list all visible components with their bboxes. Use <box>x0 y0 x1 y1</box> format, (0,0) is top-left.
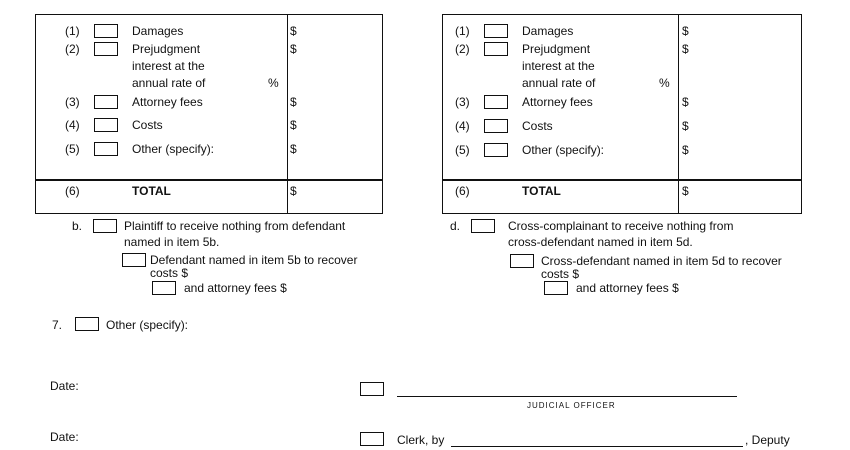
left-costs-checkbox[interactable] <box>94 118 118 132</box>
section-b-line2: named in item 5b. <box>124 235 220 249</box>
section-d-costs: costs $ <box>541 267 580 281</box>
left-row5-amount[interactable]: $ <box>290 142 297 156</box>
right-row1-num: (1) <box>455 24 470 38</box>
left-interest-line2: annual rate of <box>132 76 206 90</box>
section-d-attorney-fees: and attorney fees $ <box>576 281 679 295</box>
item7-label: Other (specify): <box>106 318 189 332</box>
section-d-line1: Cross-complainant to receive nothing fro… <box>508 219 734 233</box>
right-total-num: (6) <box>455 184 470 198</box>
right-row4-num: (4) <box>455 119 470 133</box>
date-label-1: Date: <box>50 379 79 393</box>
left-percent[interactable]: % <box>268 76 279 90</box>
right-interest-line1: interest at the <box>522 59 595 73</box>
left-total-num: (6) <box>65 184 80 198</box>
left-other-checkbox[interactable] <box>94 142 118 156</box>
left-row3-num: (3) <box>65 95 80 109</box>
item7-other-checkbox[interactable] <box>75 317 99 331</box>
date-label-2: Date: <box>50 430 79 444</box>
left-row1-num: (1) <box>65 24 80 38</box>
section-b-line1: Plaintiff to receive nothing from defend… <box>124 219 346 233</box>
right-amount-table <box>442 14 802 214</box>
right-row4-amount[interactable]: $ <box>682 119 689 133</box>
left-row5-num: (5) <box>65 142 80 156</box>
right-table-divider <box>678 14 679 214</box>
right-row4-label: Costs <box>522 119 553 133</box>
right-interest-line2: annual rate of <box>522 76 596 90</box>
right-row1-amount[interactable]: $ <box>682 24 689 38</box>
section-d-attorney-fees-checkbox[interactable] <box>544 281 568 295</box>
right-total-amount[interactable]: $ <box>682 184 689 198</box>
right-row3-label: Attorney fees <box>522 95 593 109</box>
section-d-sub1: Cross-defendant named in item 5d to reco… <box>541 254 782 268</box>
section-d-cross-complainant-nothing-checkbox[interactable] <box>471 219 495 233</box>
left-total-separator <box>35 179 383 181</box>
section-b-sub1: Defendant named in item 5b to recover <box>150 253 358 267</box>
right-other-checkbox[interactable] <box>484 143 508 157</box>
right-damages-checkbox[interactable] <box>484 24 508 38</box>
right-total-separator <box>442 179 802 181</box>
right-total-label: TOTAL <box>522 184 561 198</box>
section-d-cross-defendant-recover-checkbox[interactable] <box>510 254 534 268</box>
left-damages-checkbox[interactable] <box>94 24 118 38</box>
left-row4-num: (4) <box>65 118 80 132</box>
right-row3-amount[interactable]: $ <box>682 95 689 109</box>
left-row1-amount[interactable]: $ <box>290 24 297 38</box>
right-row3-num: (3) <box>455 95 470 109</box>
section-b-costs: costs $ <box>150 266 189 280</box>
right-row2-label: Prejudgment <box>522 42 591 56</box>
left-total-amount[interactable]: $ <box>290 184 297 198</box>
left-row2-amount[interactable]: $ <box>290 42 297 56</box>
left-row2-num: (2) <box>65 42 80 56</box>
right-prejudgment-checkbox[interactable] <box>484 42 508 56</box>
left-row2-label: Prejudgment <box>132 42 201 56</box>
left-table-divider <box>287 14 288 214</box>
item7-num: 7. <box>52 318 63 332</box>
section-b-plaintiff-nothing-checkbox[interactable] <box>93 219 117 233</box>
section-b-letter: b. <box>72 219 83 233</box>
left-row3-amount[interactable]: $ <box>290 95 297 109</box>
section-d-letter: d. <box>450 219 461 233</box>
left-amount-table <box>35 14 383 214</box>
section-b-attorney-fees: and attorney fees $ <box>184 281 287 295</box>
judicial-officer-signature-line[interactable] <box>397 396 737 397</box>
right-row2-amount[interactable]: $ <box>682 42 689 56</box>
right-row5-num: (5) <box>455 143 470 157</box>
right-attorney-fees-checkbox[interactable] <box>484 95 508 109</box>
left-total-label: TOTAL <box>132 184 171 198</box>
left-interest-line1: interest at the <box>132 59 205 73</box>
clerk-checkbox[interactable] <box>360 432 384 446</box>
right-row5-label: Other (specify): <box>522 143 605 157</box>
left-row3-label: Attorney fees <box>132 95 203 109</box>
judicial-officer-label: JUDICIAL OFFICER <box>527 401 616 410</box>
section-d-line2: cross-defendant named in item 5d. <box>508 235 693 249</box>
right-row1-label: Damages <box>522 24 574 38</box>
right-row5-amount[interactable]: $ <box>682 143 689 157</box>
right-row2-num: (2) <box>455 42 470 56</box>
left-prejudgment-checkbox[interactable] <box>94 42 118 56</box>
right-percent[interactable]: % <box>659 76 670 90</box>
left-attorney-fees-checkbox[interactable] <box>94 95 118 109</box>
section-b-attorney-fees-checkbox[interactable] <box>152 281 176 295</box>
clerk-signature-line[interactable] <box>451 446 743 447</box>
section-b-defendant-recover-checkbox[interactable] <box>122 253 146 267</box>
clerk-by-label: Clerk, by <box>397 433 445 447</box>
deputy-label: , Deputy <box>745 433 790 447</box>
left-row4-amount[interactable]: $ <box>290 118 297 132</box>
right-costs-checkbox[interactable] <box>484 119 508 133</box>
judicial-officer-checkbox[interactable] <box>360 382 384 396</box>
left-row1-label: Damages <box>132 24 184 38</box>
left-row5-label: Other (specify): <box>132 142 215 156</box>
left-row4-label: Costs <box>132 118 163 132</box>
